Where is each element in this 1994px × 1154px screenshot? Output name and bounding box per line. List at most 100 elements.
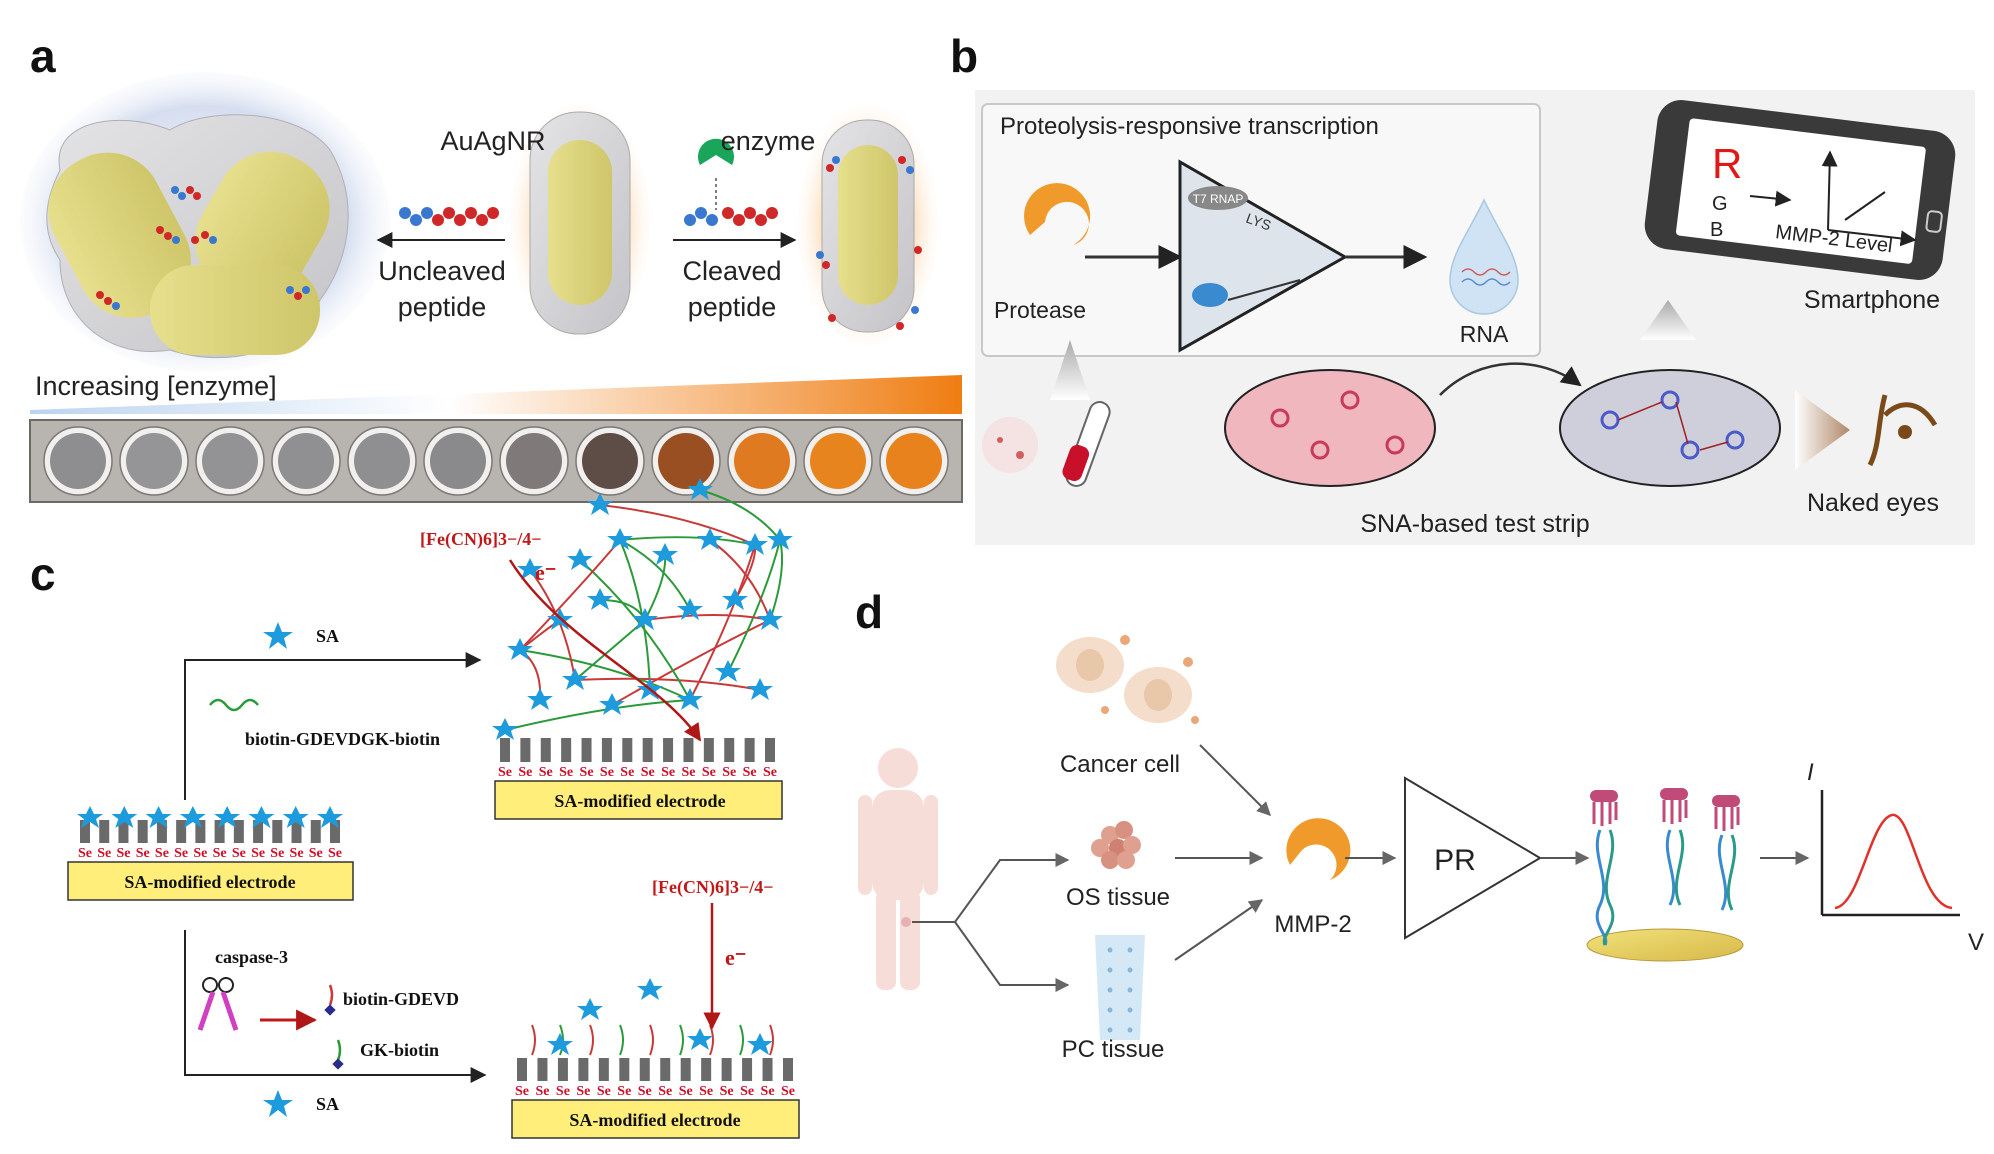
pillar — [622, 738, 633, 762]
peptide-strand — [611, 619, 771, 706]
sa-star — [767, 528, 793, 550]
pillar — [156, 820, 167, 843]
se-label: Se — [193, 846, 207, 861]
sa-star — [527, 688, 553, 710]
panel-a: a — [20, 30, 963, 503]
pillar — [310, 820, 321, 843]
axis-v: V — [1968, 929, 1984, 956]
arrow-strip — [1439, 362, 1582, 396]
uncleaved-peptide-icon — [399, 207, 499, 226]
arrow-bottom-branch — [184, 930, 487, 1083]
peptide-strand — [519, 649, 542, 701]
se-label: Se — [617, 1084, 631, 1099]
pillar — [783, 1058, 793, 1081]
single-rod — [510, 104, 650, 340]
sa-star — [637, 978, 663, 1000]
sa-star — [632, 608, 658, 630]
up-arrow-phone — [1640, 300, 1696, 340]
cleaved-peptide-icon — [684, 207, 778, 226]
se-label: Se — [270, 846, 284, 861]
label-strip: SNA-based test strip — [1360, 510, 1589, 538]
sa-star — [145, 806, 172, 828]
sa-star — [317, 806, 343, 828]
label-gradient: Increasing [enzyme] — [35, 371, 277, 401]
label-rna: RNA — [1460, 321, 1509, 347]
pillar — [742, 1058, 753, 1081]
well-fill — [430, 433, 486, 489]
pillar — [557, 1058, 568, 1081]
label-fe-bottom: [Fe(CN)6]3−/4− — [652, 877, 773, 898]
cleaved-strand — [709, 1024, 714, 1056]
label-electrode-bottom: SA-modified electrode — [569, 1110, 740, 1130]
pillar — [330, 820, 340, 843]
pillar — [642, 738, 653, 762]
panel-label-d: d — [855, 586, 883, 638]
se-label: Se — [638, 1084, 652, 1099]
sa-star — [547, 1033, 573, 1055]
peptide-strand — [644, 614, 771, 621]
arrow-to-pc — [954, 921, 1070, 992]
sa-star — [179, 806, 206, 828]
peptide-strand — [519, 649, 691, 701]
label-t7: T7 RNAP — [1193, 192, 1244, 206]
pillar — [765, 738, 775, 762]
label-smartphone: Smartphone — [1804, 286, 1940, 314]
dispersed-rod — [798, 105, 938, 345]
up-arrow-sample — [1050, 340, 1090, 400]
pillar — [601, 738, 612, 762]
electron-arrow-top — [508, 559, 702, 742]
se-label: Se — [580, 765, 594, 780]
protease-icon — [1024, 183, 1091, 245]
se-label: Se — [576, 1084, 590, 1099]
label-pr: PR — [1434, 844, 1476, 877]
se-label: Se — [328, 846, 342, 861]
sa-star — [248, 806, 275, 828]
label-gk-biotin: GK-biotin — [360, 1040, 439, 1060]
se-label: Se — [740, 1084, 754, 1099]
se-label: Se — [681, 765, 695, 780]
label-cancer-cell: Cancer cell — [1060, 751, 1180, 778]
se-label: Se — [539, 765, 553, 780]
pillar — [683, 738, 694, 762]
well-fill — [202, 433, 258, 489]
pillar — [724, 738, 735, 762]
sa-star — [747, 1033, 773, 1055]
sa-star — [677, 688, 703, 710]
sa-star — [677, 598, 703, 620]
sa-star — [652, 543, 678, 565]
screen-b: B — [1710, 219, 1723, 241]
se-label: Se — [720, 1084, 734, 1099]
se-label: Se — [600, 765, 614, 780]
arrow-to-os — [912, 853, 1070, 923]
pillar — [561, 738, 572, 762]
sa-icon-top — [263, 622, 293, 649]
label-biotin-peptide: biotin-GDEVDGK-biotin — [245, 729, 440, 749]
peptide-strand — [689, 544, 756, 701]
screen-g: G — [1712, 193, 1728, 215]
panel-label-b: b — [950, 30, 978, 82]
well-fill — [658, 433, 714, 489]
well-fill — [278, 433, 334, 489]
se-label: Se — [620, 765, 634, 780]
label-biotin-gdevd: biotin-GDEVD — [343, 989, 459, 1009]
pillar — [663, 738, 674, 762]
cleaved-strand — [769, 1024, 774, 1056]
se-label: Se — [761, 1084, 775, 1099]
sa-star — [587, 588, 613, 610]
pr-triangle — [1404, 776, 1542, 940]
panel-b: b Proteolysis-responsive transcription P… — [950, 30, 1975, 545]
well-fill — [582, 433, 638, 489]
panel-d: d Cancer cell — [855, 586, 1984, 1063]
pillar — [680, 1058, 691, 1081]
sa-star — [517, 558, 543, 580]
pillar — [118, 820, 129, 843]
se-label: Se — [679, 1084, 693, 1099]
well-fill — [354, 433, 410, 489]
arrow-cancer-to-mmp2 — [1199, 744, 1271, 816]
pillar — [701, 1058, 712, 1081]
pillar — [598, 1058, 609, 1081]
polymerase-icon — [1192, 283, 1228, 307]
se-label: Se — [251, 846, 265, 861]
